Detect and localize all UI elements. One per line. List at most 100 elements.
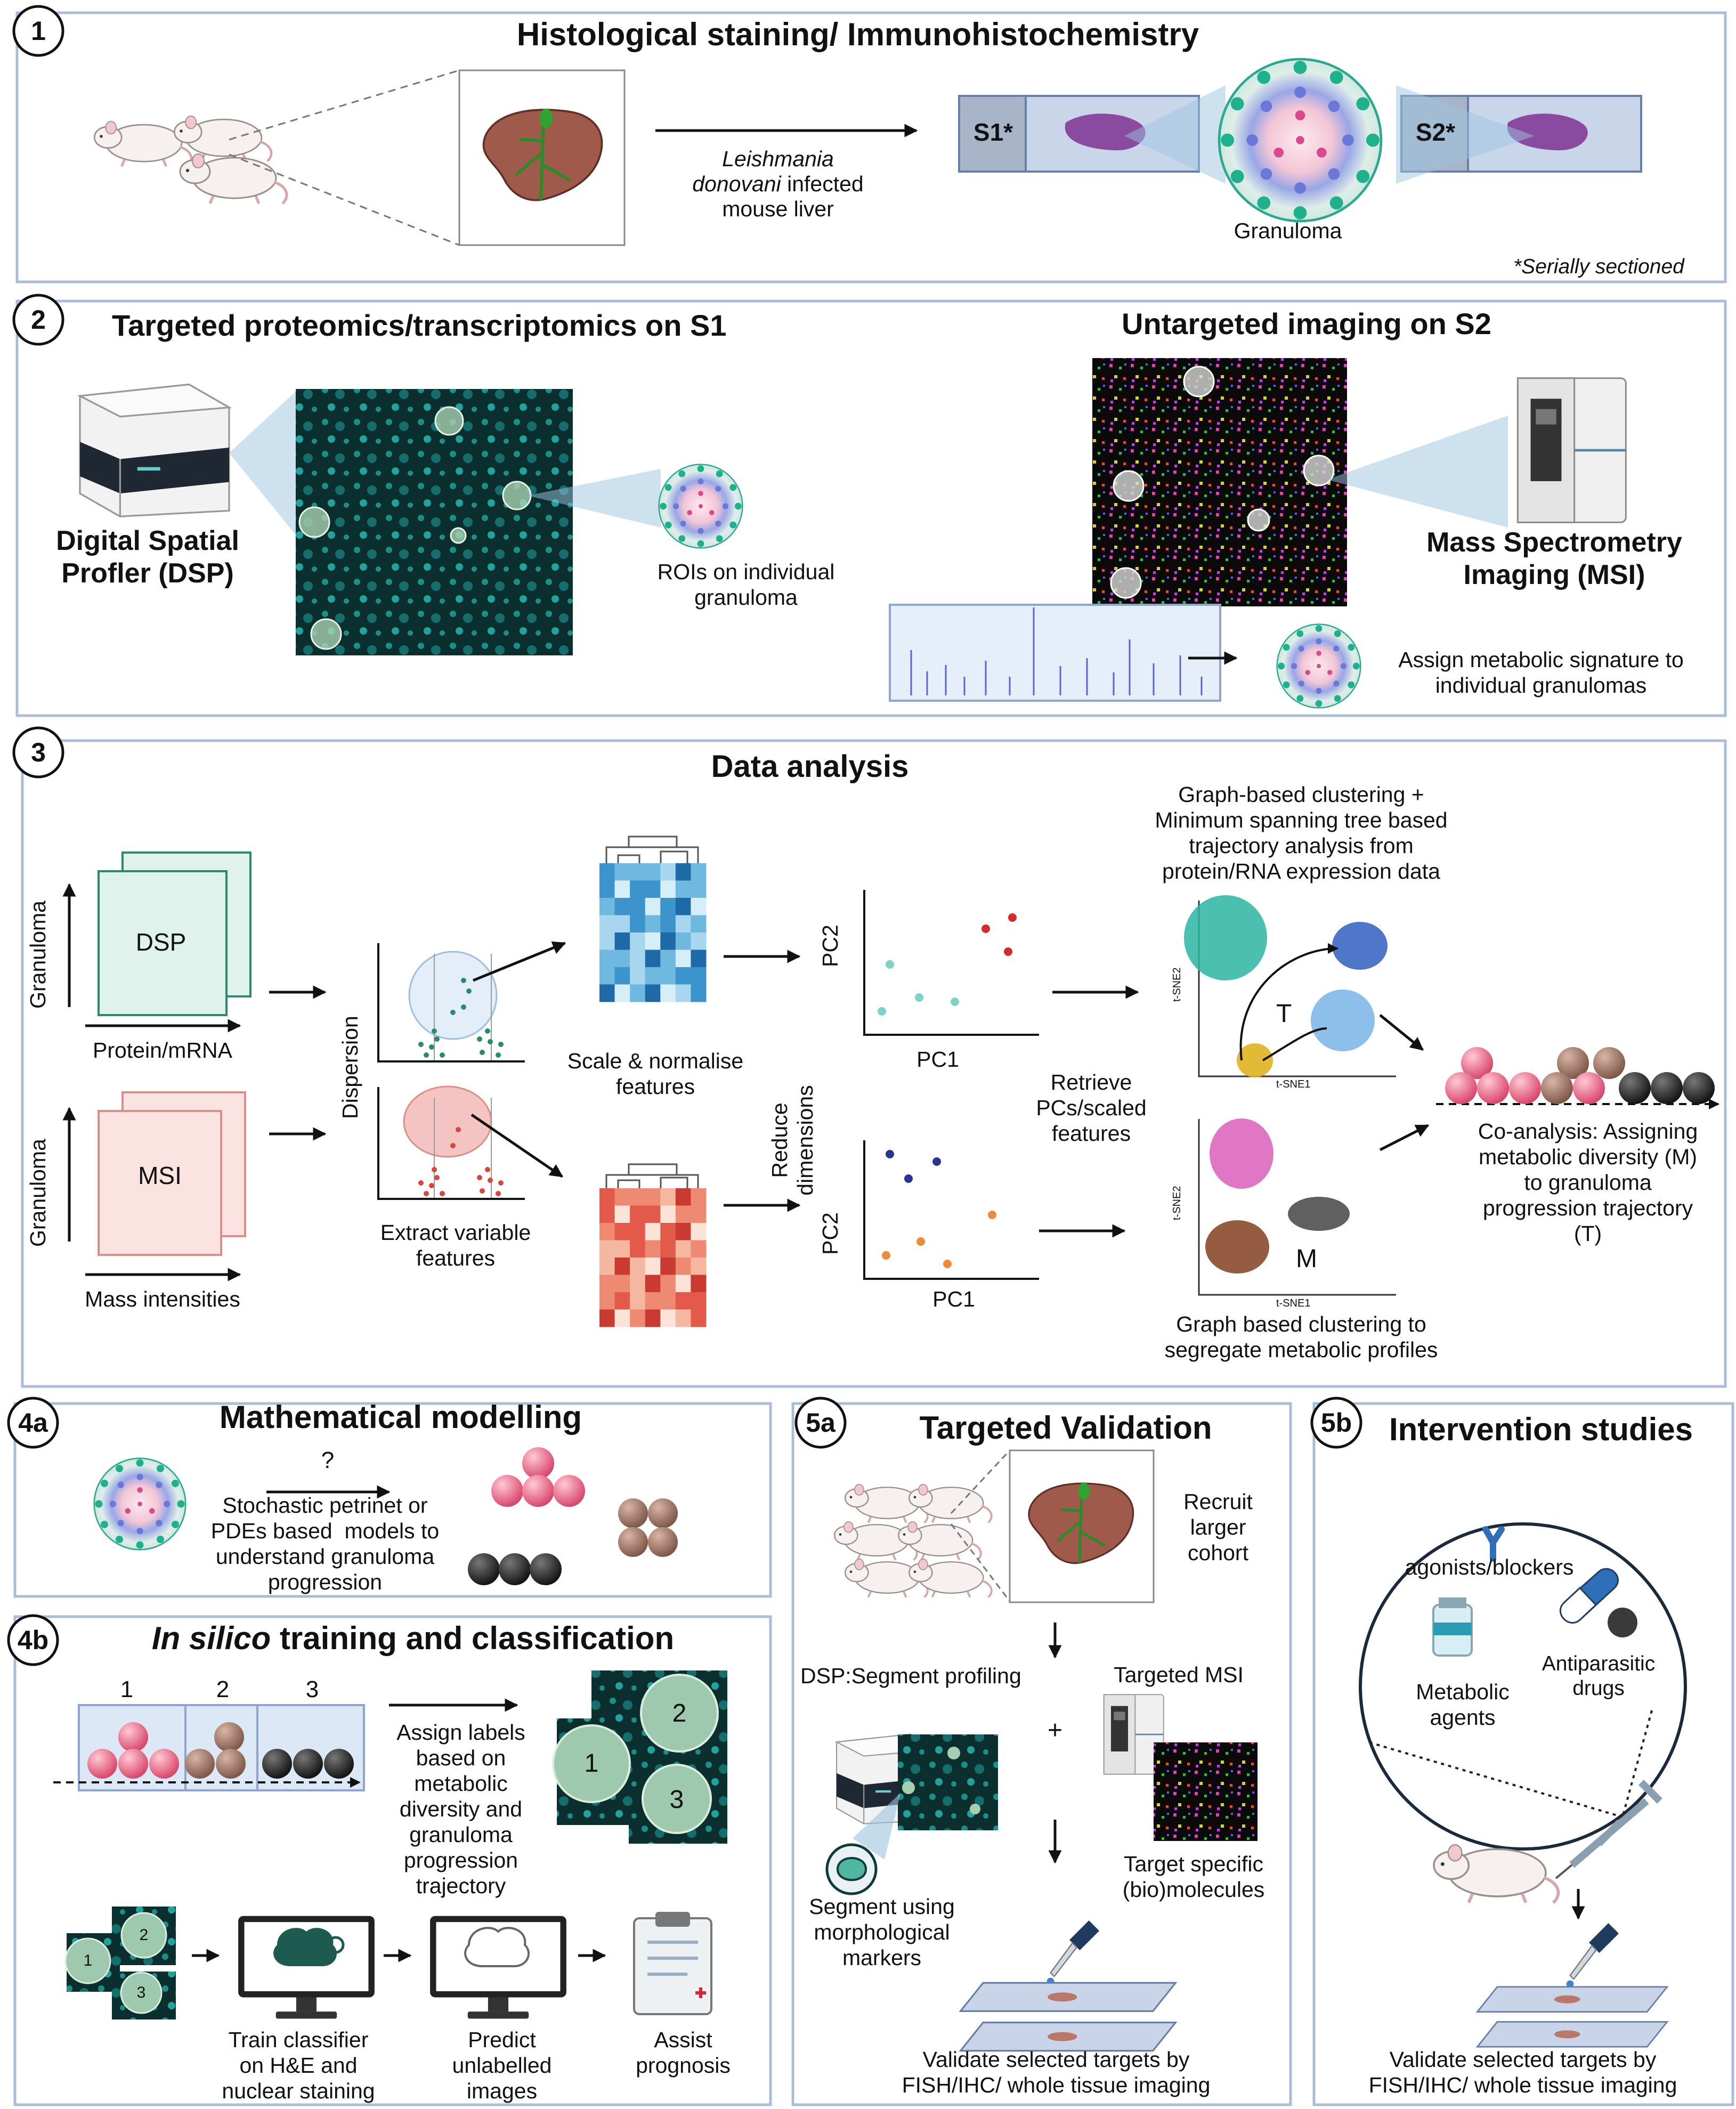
panel-title-right: Untargeted imaging on S2 — [1122, 307, 1491, 340]
heatmap-cell — [599, 880, 615, 898]
heatmap-cell — [599, 950, 615, 968]
heatmap-cell — [660, 1205, 676, 1223]
heatmap-cell — [675, 1258, 691, 1275]
granuloma-crop — [120, 1912, 167, 1959]
heatmap-cell — [599, 1309, 615, 1327]
segment-label: Segment using morphological markers — [809, 1894, 955, 1970]
heatmap-cell — [599, 915, 615, 933]
scale-label: Scale & normalise features — [567, 1049, 744, 1099]
msi-card-label: MSI — [138, 1162, 182, 1189]
heatmap-cell — [614, 863, 630, 881]
dispersion-axis-label: Dispersion — [338, 1016, 362, 1119]
heatmap-cell — [660, 1188, 676, 1206]
granuloma-icon — [1276, 623, 1361, 709]
heatmap-cell — [691, 915, 707, 933]
infected-label-line2: donovani infected — [692, 172, 864, 196]
granuloma-crop — [552, 1724, 631, 1803]
zoom-cone — [853, 1793, 901, 1860]
heatmap-cell — [630, 1205, 646, 1223]
target-label: Target specific (bio)molecules — [1122, 1852, 1265, 1902]
infected-label-line3: mouse liver — [722, 197, 834, 221]
heatmap-cell — [614, 1205, 630, 1223]
panel2-art — [79, 358, 1626, 709]
tsne-axes — [1198, 1119, 1396, 1296]
extract-label: Extract variable features — [380, 1220, 531, 1270]
msi-card — [98, 1110, 222, 1256]
granuloma-crop — [642, 1764, 712, 1834]
panel5b-art — [1359, 1522, 1687, 2048]
heatmap-cell — [614, 1258, 630, 1275]
panel5a-box — [791, 1402, 1292, 2106]
heatmap-cell — [691, 932, 707, 950]
brain-gear-icon — [273, 1928, 337, 1966]
pca-axes — [863, 890, 1039, 1036]
heatmap-cell — [630, 1292, 646, 1310]
zoom-lines — [950, 1449, 1011, 1602]
heatmap-cell — [691, 1292, 707, 1310]
heatmap-cell — [660, 1240, 676, 1258]
heatmap-cell — [630, 898, 646, 915]
antiparasitic-label: Antiparasitic drugs — [1542, 1652, 1656, 1700]
assign-label: Assign metabolic signature to individual… — [1398, 647, 1684, 697]
tsne1-axis-label: t-SNE1 — [1276, 1078, 1311, 1090]
heatmap-cell — [645, 967, 661, 985]
msi-machine-icon — [1518, 378, 1626, 523]
granuloma-icon — [93, 1457, 186, 1551]
roi-label: ROIs on individual granuloma — [657, 559, 835, 610]
msi-image — [1154, 1742, 1258, 1841]
targeted-msi-label: Targeted MSI — [1114, 1662, 1244, 1687]
trajectory-line — [1239, 943, 1338, 1061]
zoom-cone — [528, 469, 661, 528]
tsne2-axis-label: t-SNE2 — [1171, 1186, 1183, 1220]
heatmap-cell — [630, 1275, 646, 1293]
syringe-icon — [1569, 1780, 1662, 1868]
dotted-lines — [1369, 1710, 1653, 1818]
arrow — [473, 941, 566, 982]
heatmap-cell — [691, 898, 707, 915]
heatmap-cell — [660, 863, 676, 881]
tile-label-3: 3 — [136, 1984, 146, 2001]
granuloma-balls — [1445, 1047, 1715, 1104]
panel4b-number-circle — [7, 1614, 59, 1666]
heatmap-cell — [599, 984, 615, 1002]
dendrogram — [605, 836, 699, 863]
panel5b-box — [1312, 1402, 1734, 2106]
dsp-segment-label: DSP:Segment profiling — [800, 1664, 1021, 1688]
points — [418, 978, 504, 1058]
blue-heatmap — [599, 863, 707, 1002]
heatmap-cell — [660, 1309, 676, 1327]
zoom-cone — [1124, 85, 1535, 184]
heatmap-cell — [660, 915, 676, 933]
heatmap-cell — [691, 950, 707, 968]
heatmap-cell — [660, 1292, 676, 1310]
heatmap-cell — [599, 863, 615, 881]
brain-outline-icon — [464, 1927, 530, 1967]
coanalysis-label: Co-analysis: Assigning metabolic diversi… — [1478, 1119, 1698, 1246]
panel4b-art — [53, 1670, 727, 2019]
pc1-axis-label: PC1 — [916, 1047, 959, 1072]
heatmap-cell — [691, 1188, 707, 1206]
heatmap-cell — [630, 1223, 646, 1240]
heatmap-cell — [675, 932, 691, 950]
tile-label-3: 3 — [669, 1786, 684, 1814]
heatmap-cell — [599, 1240, 615, 1258]
panel-number: 1 — [31, 16, 46, 46]
heatmap-cell — [599, 1292, 615, 1310]
reduce-dimensions-label: Reduce dimensions — [767, 1085, 817, 1196]
pca-points — [882, 1150, 996, 1268]
panel4b-box — [13, 1615, 772, 2106]
heatmap-cell — [645, 932, 661, 950]
recruit-label: Recruit larger cohort — [1183, 1489, 1253, 1565]
heatmap-cell — [675, 880, 691, 898]
heatmap-cell — [630, 880, 646, 898]
black-balls — [468, 1553, 562, 1585]
panel3-art — [62, 836, 1719, 1327]
red-heatmap — [599, 1188, 707, 1327]
heatmap-cell — [675, 1309, 691, 1327]
pill-icon — [1608, 1608, 1637, 1637]
heatmap-cell — [630, 1188, 646, 1206]
heatmap-cell — [691, 1205, 707, 1223]
heatmap-cell — [645, 1205, 661, 1223]
panel4a-art — [93, 1447, 678, 1585]
heatmap-cell — [675, 915, 691, 933]
